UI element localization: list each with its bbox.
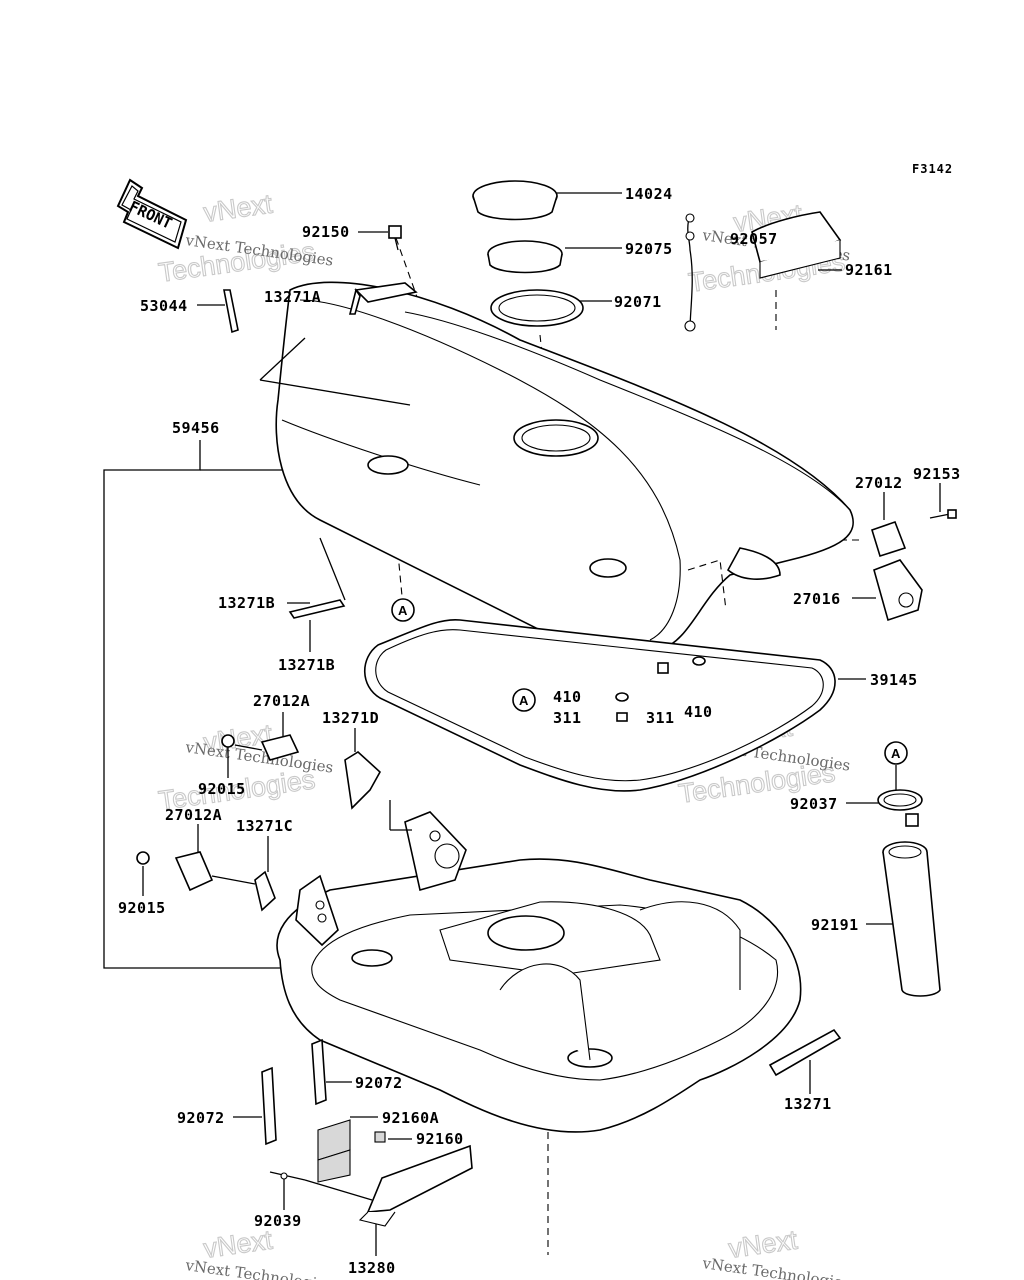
part-13271C [254,870,276,912]
label-13271D: 13271D [322,709,379,727]
label-92191: 92191 [811,916,859,934]
figure-code: F3142 [912,162,953,176]
watermark-bottom-left: vNext vNext Technologies [183,1224,334,1280]
part-number-labels: 14024 92075 92071 92150 13271A 53044 920… [118,185,961,1277]
label-92150: 92150 [302,223,350,241]
label-92153: 92153 [913,465,961,483]
part-92072-strap-right [311,1038,327,1106]
label-410-right: 410 [684,703,713,721]
label-13271A: 13271A [264,288,321,306]
label-27016: 27016 [793,590,841,608]
part-92160A-pads [317,1119,351,1183]
label-311-left: 311 [553,709,582,727]
svg-text:vNext: vNext [202,1225,275,1264]
part-92072-strap-left [261,1066,277,1146]
label-13271C: 13271C [236,817,293,835]
label-13271: 13271 [784,1095,832,1113]
label-311-right: 311 [646,709,675,727]
part-53044 [223,289,239,334]
part-27012A-top [234,734,300,761]
label-92015-top: 92015 [198,780,246,798]
label-27012A-bottom: 27012A [165,806,222,824]
part-92075 [487,240,563,274]
label-92161: 92161 [845,261,893,279]
part-92039 [269,1171,306,1181]
part-92150-bolt [388,225,402,251]
part-92015-bottom [136,851,150,865]
part-92161 [751,211,842,279]
label-27012A-top: 27012A [253,692,310,710]
part-hinge-center [389,800,467,892]
part-14024-cap [472,180,558,221]
label-39145: 39145 [870,671,918,689]
reference-marker-a-3: A [884,741,908,765]
label-13280: 13280 [348,1259,396,1277]
svg-text:A: A [519,693,529,708]
watermark-bottom-right: vNext vNext Technologies [700,1224,851,1280]
part-311-nut-right [657,662,669,674]
part-410-washer-right [692,656,706,666]
svg-text:vNext: vNext [202,189,275,228]
label-14024: 14024 [625,185,673,203]
part-13271D [344,751,382,810]
part-13271 [768,1028,842,1077]
svg-text:A: A [891,746,901,761]
svg-text:A: A [398,603,408,618]
label-92072-right: 92072 [355,1074,403,1092]
hood-upper-shell [259,281,855,658]
label-92160: 92160 [416,1130,464,1148]
watermark-mid-left: vNext Technologies vNext Technologies [156,718,334,816]
part-92037-clamp [877,789,923,827]
part-27016 [873,559,923,622]
part-311-nut-left [616,712,628,722]
reference-marker-a-1: A [391,598,415,622]
label-92071: 92071 [614,293,662,311]
label-410-left: 410 [553,688,582,706]
part-410-washer-left [615,692,629,702]
part-13271B-plate [288,599,346,619]
part-92015-top [221,734,235,748]
part-92191-hose [882,841,941,997]
part-13280-tray [304,1144,473,1227]
label-53044: 53044 [140,297,188,315]
reference-marker-a-2: A [512,688,536,712]
label-27012: 27012 [855,474,903,492]
part-13271A-bracket [348,282,418,315]
front-arrow-icon: FRONT [116,178,188,250]
part-92071-ring [490,289,584,327]
part-92153-bolt [929,509,957,519]
part-92160 [374,1131,386,1143]
label-13271B-bottom: 13271B [278,656,335,674]
label-59456: 59456 [172,419,220,437]
svg-text:vNext Technologies: vNext Technologies [700,1254,851,1280]
label-92037: 92037 [790,795,838,813]
label-92160A: 92160A [382,1109,439,1127]
label-92072-left: 92072 [177,1109,225,1127]
label-92075: 92075 [625,240,673,258]
part-92057-lanyard [684,213,696,332]
hood-seal-39145 [364,618,836,792]
label-13271B-top: 13271B [218,594,275,612]
part-27012 [871,520,907,558]
label-92015-bottom: 92015 [118,899,166,917]
lower-deck [276,858,802,1133]
svg-text:vNext Technologies: vNext Technologies [183,1256,334,1280]
label-92057: 92057 [730,230,778,248]
label-92039: 92039 [254,1212,302,1230]
part-hinge-side [295,874,339,947]
part-27012A-bottom [174,851,256,892]
